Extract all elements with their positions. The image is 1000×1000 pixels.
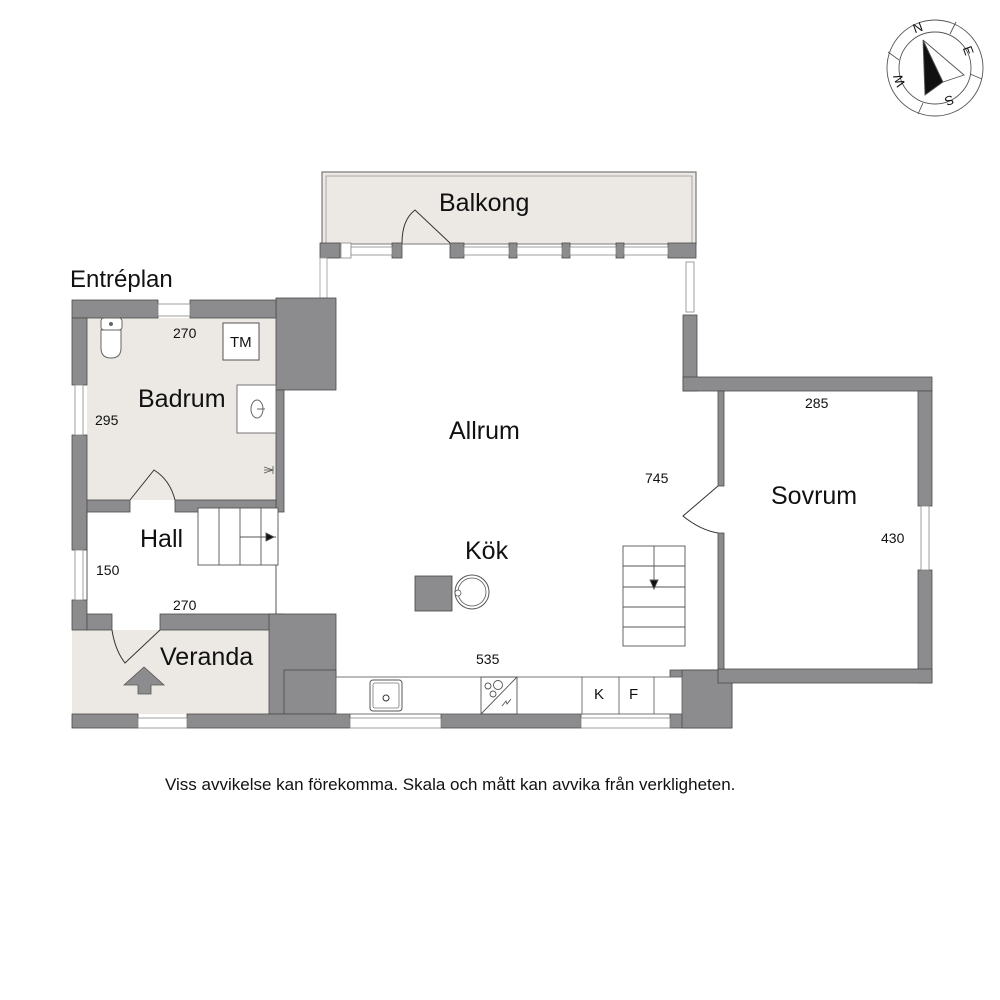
windows [74, 246, 930, 729]
room-label-kok: Kök [465, 537, 509, 565]
walls [71, 242, 933, 729]
washing-machine-label: TM [230, 334, 252, 351]
dimension-hall-width: 270 [173, 597, 197, 613]
stairs-icon [197, 507, 279, 566]
entrance-arrow-icon [122, 666, 166, 695]
doors [111, 209, 719, 664]
stove-icon [480, 676, 518, 715]
floor-title: Entréplan [70, 266, 173, 293]
toilet-icon [100, 317, 123, 359]
veranda-floor [72, 630, 269, 714]
room-label-allrum: Allrum [449, 417, 520, 445]
dimension-sovrum-width: 285 [805, 395, 829, 411]
balcony [321, 171, 697, 245]
dimension-badrum-length: 295 [95, 412, 119, 428]
shower-icon [263, 466, 274, 474]
fridge-label: K [594, 686, 605, 703]
kitchen-sink-icon [369, 679, 403, 712]
compass-rose-icon [886, 19, 984, 117]
dimension-allrum-length: 745 [645, 470, 669, 486]
room-label-balkong: Balkong [439, 189, 530, 217]
disclaimer-text: Viss avvikelse kan förekomma. Skala och … [165, 775, 736, 794]
dimension-sovrum-length: 430 [881, 530, 905, 546]
washing-machine [222, 322, 260, 361]
room-label-badrum: Badrum [138, 385, 226, 413]
sink-icon [236, 384, 277, 434]
room-label-veranda: Veranda [160, 643, 254, 671]
freezer-label: F [629, 686, 639, 703]
room-label-hall: Hall [140, 525, 184, 553]
dimension-badrum-width: 270 [173, 325, 197, 341]
dimension-kok-width: 535 [476, 651, 500, 667]
stairs-icon [622, 545, 686, 647]
room-label-sovrum: Sovrum [771, 482, 858, 510]
fireplace-icon [414, 574, 490, 612]
dimension-hall-length: 150 [96, 562, 120, 578]
